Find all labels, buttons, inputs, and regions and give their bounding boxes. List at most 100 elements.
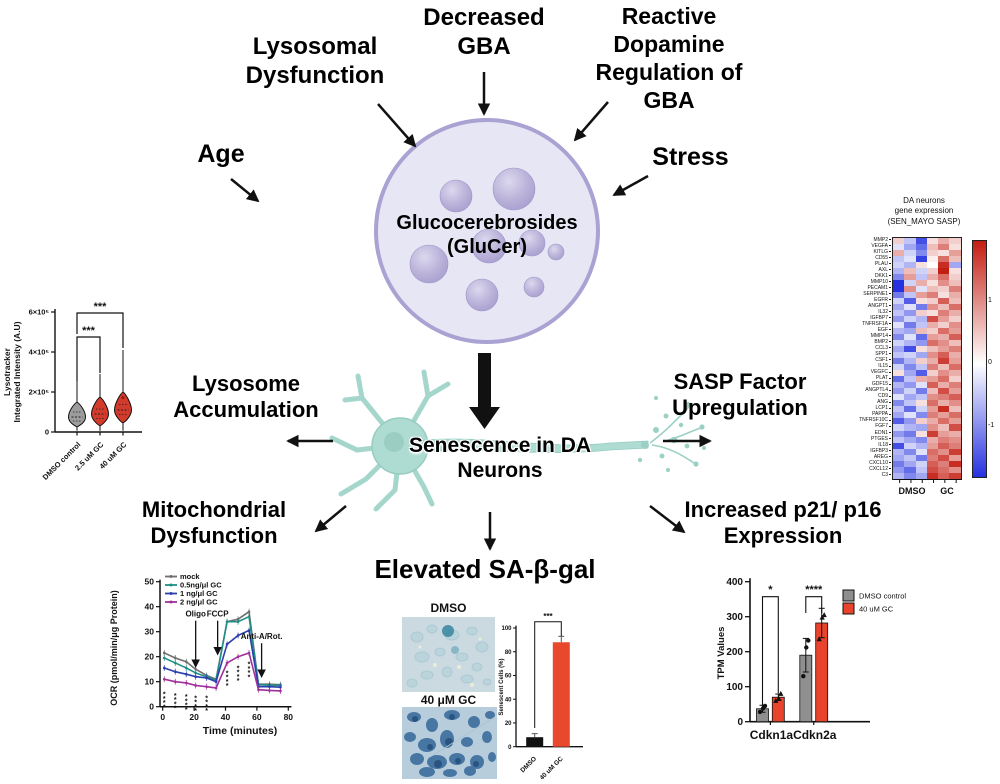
heatmap-gene-label: CCL3 <box>826 345 892 351</box>
heatmap-cell <box>904 310 916 317</box>
svg-text:mock: mock <box>180 572 200 581</box>
heatmap-cell <box>949 298 961 305</box>
svg-text:***: *** <box>543 612 553 621</box>
svg-text:*: * <box>226 679 229 686</box>
heatmap-cell <box>893 244 905 251</box>
heatmap-cell <box>904 406 916 413</box>
heatmap-cell <box>904 388 916 395</box>
heatmap-title-line3: (SEN_MAYO SASP) <box>887 216 961 226</box>
heatmap-cell <box>915 250 927 257</box>
heatmap-cell <box>938 298 950 305</box>
svg-text:20: 20 <box>505 721 512 727</box>
heatmap-cell <box>893 400 905 407</box>
heatmap-cell <box>926 352 939 359</box>
svg-text:*: * <box>185 703 188 710</box>
heatmap-cell <box>915 280 927 287</box>
heatmap-cell <box>915 430 927 437</box>
svg-text:Cdkn1a: Cdkn1a <box>750 728 794 742</box>
micrograph-dmso-label: DMSO <box>430 601 467 615</box>
heatmap-cell <box>949 286 961 293</box>
heatmap-cell <box>893 268 905 275</box>
svg-text:100: 100 <box>501 626 512 632</box>
heatmap-cell <box>926 412 939 419</box>
heatmap-cell <box>904 262 916 269</box>
cause-stress: Stress <box>652 143 729 171</box>
heatmap-cell <box>893 460 905 467</box>
heatmap-cell <box>904 292 916 299</box>
heatmap-cell <box>893 424 905 431</box>
heatmap-cell <box>949 466 961 473</box>
svg-text:*: * <box>174 693 177 700</box>
heatmap-cell <box>938 268 950 275</box>
svg-text:*: * <box>174 706 177 713</box>
heatmap-cell <box>904 346 916 353</box>
heatmap-cell <box>949 238 961 245</box>
heatmap-gene-label: IL15 <box>826 363 892 369</box>
svg-text:2×10⁵: 2×10⁵ <box>29 388 50 397</box>
heatmap-gene-label: IGFBP3 <box>826 448 892 454</box>
heatmap-cell <box>904 418 916 425</box>
heatmap-cell <box>915 460 927 467</box>
heatmap-cell <box>904 442 916 449</box>
heatmap-cell <box>915 316 927 323</box>
heatmap-cell <box>926 292 939 299</box>
heatmap-cells <box>892 237 962 480</box>
heatmap-cell <box>904 322 916 329</box>
heatmap-gene-label: MMP14 <box>826 333 892 339</box>
heatmap-cell <box>938 466 950 473</box>
heatmap-cell <box>915 388 927 395</box>
heatmap-cell <box>904 382 916 389</box>
heatmap-cell <box>938 412 950 419</box>
svg-text:*: * <box>194 704 197 711</box>
heatmap-cell <box>949 304 961 311</box>
heatmap-cell <box>893 316 905 323</box>
heatmap-cell <box>938 376 950 383</box>
cause-age: Age <box>197 140 245 168</box>
sabgal-title: Elevated SA-β-gal <box>374 554 596 584</box>
heatmap-cell <box>904 316 916 323</box>
heatmap-cell <box>915 382 927 389</box>
heatmap-cell <box>893 334 905 341</box>
heatmap-cell <box>926 454 939 461</box>
heatmap-cell <box>938 430 950 437</box>
svg-text:DMSO control: DMSO control <box>41 440 83 482</box>
heatmap-cell <box>926 370 939 377</box>
heatmap-cell <box>893 352 905 359</box>
heatmap-cell <box>915 256 927 263</box>
svg-text:0: 0 <box>737 717 743 728</box>
svg-text:Cdkn2a: Cdkn2a <box>793 728 837 742</box>
micrograph-gc-image <box>402 707 497 779</box>
svg-text:*: * <box>248 674 251 681</box>
heatmap-cell <box>904 370 916 377</box>
heatmap-cell <box>893 418 905 425</box>
svg-text:*: * <box>163 696 166 703</box>
heatmap-cell <box>938 244 950 251</box>
svg-text:0: 0 <box>149 702 154 712</box>
svg-text:*: * <box>226 670 229 677</box>
heatmap-cell <box>949 370 961 377</box>
svg-text:*: * <box>237 674 240 681</box>
heatmap-cell <box>904 304 916 311</box>
heatmap-gene-label: FGF7 <box>826 423 892 429</box>
heatmap-cell <box>904 250 916 257</box>
svg-text:Time (minutes): Time (minutes) <box>203 725 277 737</box>
heatmap-cell <box>938 436 950 443</box>
heatmap-cell <box>938 448 950 455</box>
heatmap-cell <box>926 238 939 245</box>
heatmap-gene-label: IL18 <box>826 442 892 448</box>
heatmap-cell <box>938 406 950 413</box>
heatmap-cell <box>893 436 905 443</box>
heatmap-cell <box>938 364 950 371</box>
heatmap-cell <box>893 340 905 347</box>
heatmap-cell <box>949 418 961 425</box>
heatmap-cell <box>904 280 916 287</box>
heatmap-cell <box>915 418 927 425</box>
svg-text:*: * <box>185 698 188 705</box>
heatmap-cell <box>915 304 927 311</box>
heatmap-cell <box>938 382 950 389</box>
colorbar-tick-0: 0 <box>988 359 992 366</box>
heatmap-title-line1: DA neurons <box>903 196 945 205</box>
